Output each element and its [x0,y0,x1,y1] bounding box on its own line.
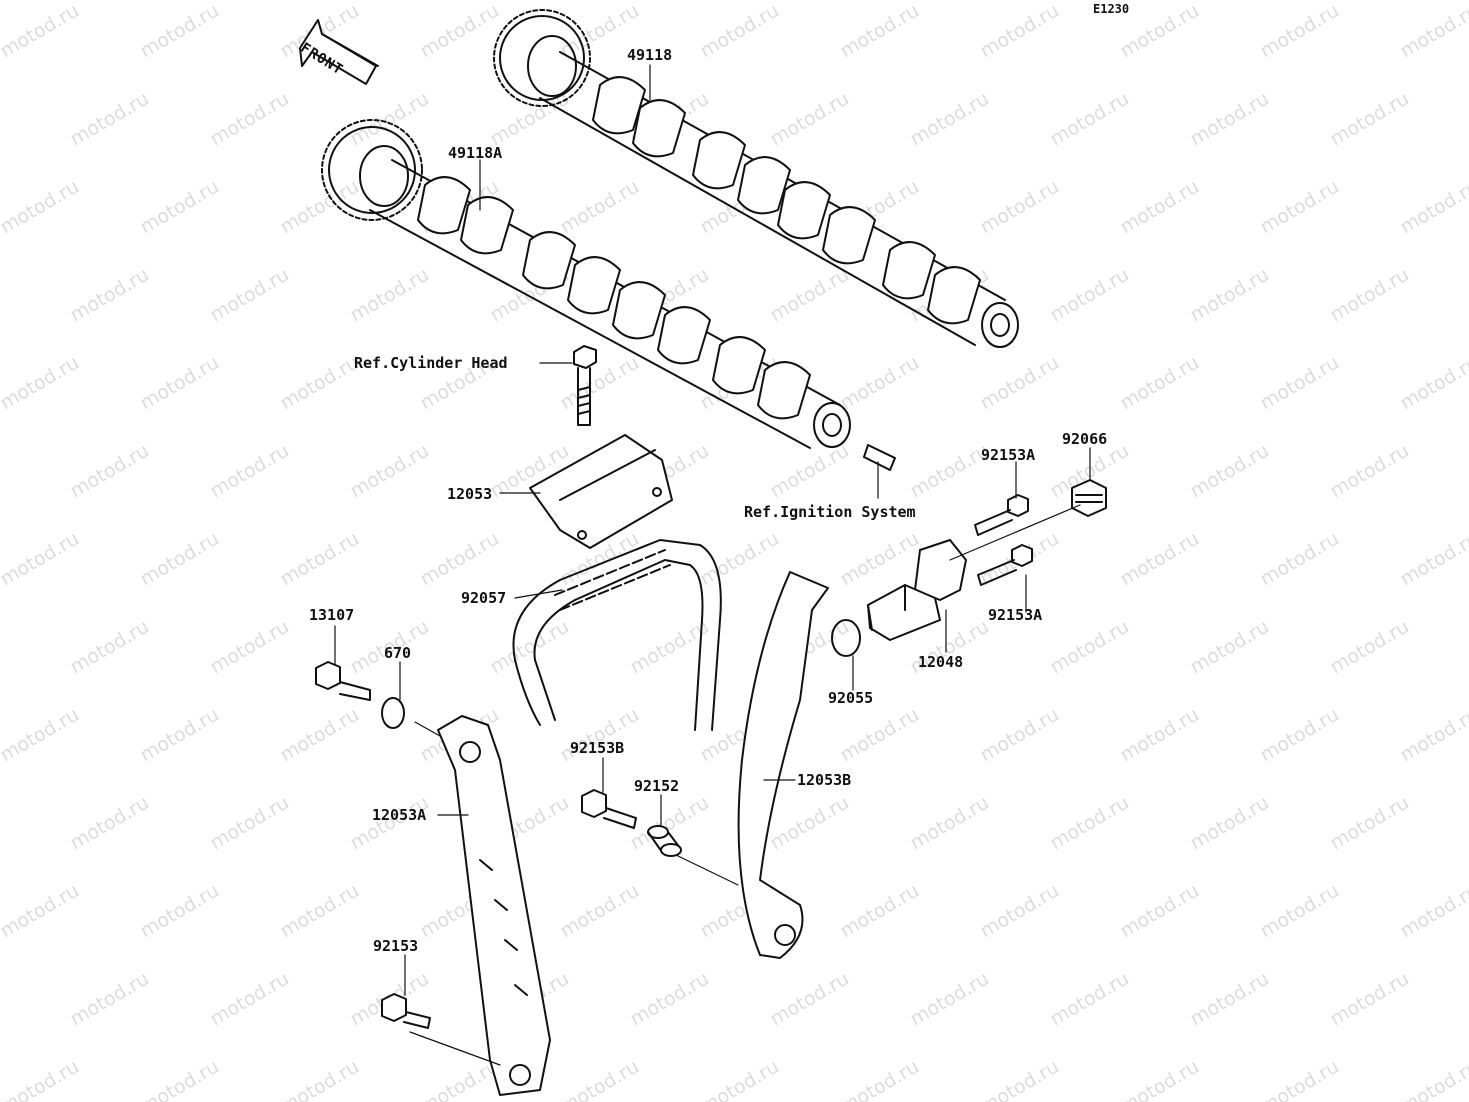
chain-guide-12053A [437,715,551,1096]
callout-12053A[interactable]: 12053A [372,806,427,824]
callout-92152[interactable]: 92152 [634,777,680,795]
callout-ref-ignition-system[interactable]: Ref.Ignition System [744,503,916,521]
callout-92066[interactable]: 92066 [1062,430,1108,448]
leader-lines [334,64,1091,1066]
bolt-92153 [381,993,431,1029]
callout-92057[interactable]: 92057 [461,589,507,607]
cam-chain-92057 [512,539,722,731]
o-ring-670 [381,697,405,729]
callout-ref-cylinder-head[interactable]: Ref.Cylinder Head [354,354,508,372]
cap-bolt-92066 [1071,479,1107,517]
bolts-92153A [974,494,1033,586]
callout-92153[interactable]: 92153 [373,937,419,955]
callout-670[interactable]: 670 [384,644,412,662]
diagram-code: E1230 [1093,2,1130,16]
callout-92055[interactable]: 92055 [828,689,874,707]
callout-92153A-bottom[interactable]: 92153A [988,606,1043,624]
callout-49118A[interactable]: 49118A [448,144,503,162]
front-arrow-icon [299,19,379,85]
bolt-92153B [581,789,637,829]
o-ring-92055 [831,619,861,657]
camshaft-49118A [321,119,896,471]
callout-92153A-top[interactable]: 92153A [981,446,1036,464]
bolt-cylinder-head [573,345,597,426]
tensioner-12048 [867,539,967,641]
chain-guide-12053 [529,434,673,549]
callout-12048[interactable]: 12048 [918,653,964,671]
bolt-13107 [315,661,371,701]
callout-92153B[interactable]: 92153B [570,739,625,757]
camshaft-49118 [493,9,1019,348]
callout-12053B[interactable]: 12053B [797,771,852,789]
callout-49118[interactable]: 49118 [627,46,673,64]
chain-guide-12053B [737,571,829,959]
collar-92152 [647,825,682,857]
callout-12053[interactable]: 12053 [447,485,493,503]
callout-13107[interactable]: 13107 [309,606,355,624]
